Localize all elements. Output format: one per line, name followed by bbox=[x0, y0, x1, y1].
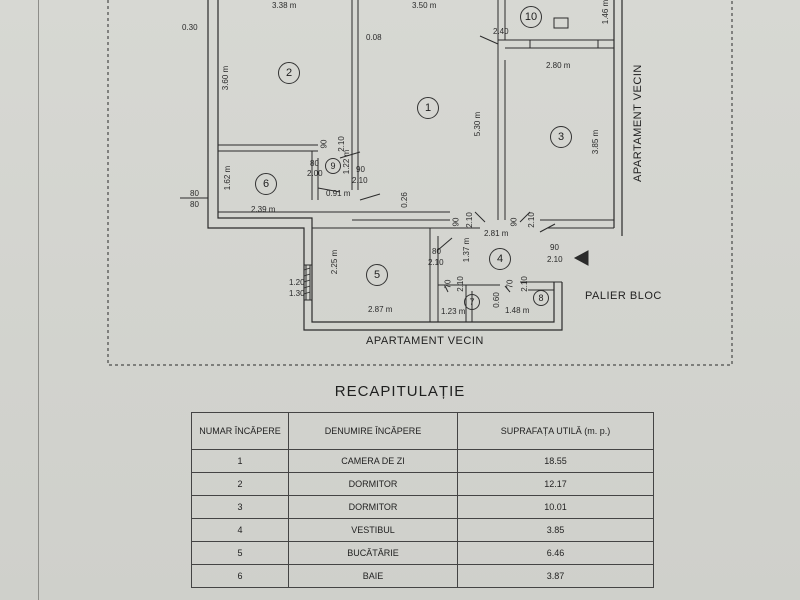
dim-label: 70 bbox=[505, 279, 515, 289]
cell-room-name: BAIE bbox=[288, 564, 458, 588]
dim-label: 5.30 m bbox=[473, 111, 483, 137]
cell-room-area: 18.55 bbox=[457, 449, 654, 473]
dim-label: 0.08 bbox=[366, 33, 382, 42]
dim-label: 1.30 bbox=[289, 289, 305, 298]
table-header-row: NUMAR ÎNCĂPERE DENUMIRE ÎNCĂPERE SUPRAFA… bbox=[191, 412, 654, 450]
cell-room-number: 4 bbox=[191, 518, 289, 542]
dim-label: 2.81 m bbox=[484, 229, 509, 238]
cell-room-area: 6.46 bbox=[457, 541, 654, 565]
room-number-1: 1 bbox=[417, 97, 439, 119]
dim-label: 0.91 m bbox=[326, 189, 351, 198]
table-row: 2 DORMITOR 12.17 bbox=[191, 472, 654, 496]
dim-label: 2.87 m bbox=[368, 305, 393, 314]
dim-label: 1.46 m bbox=[601, 0, 611, 25]
cell-room-number: 6 bbox=[191, 564, 289, 588]
dim-label: 1.22 m bbox=[342, 149, 352, 175]
dim-label: 1.62 m bbox=[223, 165, 233, 191]
cell-room-area: 3.87 bbox=[457, 564, 654, 588]
dim-label: 90 bbox=[550, 243, 559, 252]
table-row: 6 BAIE 3.87 bbox=[191, 564, 654, 588]
room-number-7: 7 bbox=[464, 294, 480, 310]
room-number-4: 4 bbox=[489, 248, 511, 270]
dim-label: 3.38 m bbox=[272, 1, 297, 10]
dim-label: 2.40 bbox=[493, 27, 509, 36]
cell-room-name: BUCĂTĂRIE bbox=[288, 541, 458, 565]
dim-label: 3.50 m bbox=[412, 1, 437, 10]
room-number-10: 10 bbox=[520, 6, 542, 28]
cell-room-name: VESTIBUL bbox=[288, 518, 458, 542]
dim-label: 90 bbox=[509, 217, 519, 227]
door-swings bbox=[317, 35, 556, 293]
cell-room-area: 3.85 bbox=[457, 518, 654, 542]
room-number-2: 2 bbox=[278, 62, 300, 84]
cell-room-number: 3 bbox=[191, 495, 289, 519]
cell-room-area: 10.01 bbox=[457, 495, 654, 519]
dim-label: 1.37 m bbox=[462, 237, 472, 263]
dim-label: 2.10 bbox=[464, 212, 474, 228]
header-room-name: DENUMIRE ÎNCĂPERE bbox=[288, 412, 458, 450]
dim-label: 0.26 bbox=[399, 192, 409, 208]
room-number-3: 3 bbox=[550, 126, 572, 148]
dim-label: 1.48 m bbox=[505, 306, 530, 315]
dim-label: 2.25 m bbox=[330, 249, 340, 275]
interior-walls bbox=[180, 0, 614, 322]
room-number-5: 5 bbox=[366, 264, 388, 286]
floor-plan bbox=[107, 0, 733, 366]
dim-label: 90 bbox=[356, 165, 365, 174]
table-row: 4 VESTIBUL 3.85 bbox=[191, 518, 654, 542]
dim-label: 80 bbox=[310, 159, 319, 168]
dim-label: 2.00 bbox=[307, 169, 323, 178]
dim-label: 70 bbox=[443, 279, 453, 289]
dim-label: 2.10 bbox=[547, 255, 563, 264]
neighbor-apartment-bottom-label: APARTAMENT VECIN bbox=[366, 335, 484, 347]
cell-room-area: 12.17 bbox=[457, 472, 654, 496]
cell-room-number: 5 bbox=[191, 541, 289, 565]
dim-label: 80 bbox=[432, 247, 441, 256]
dim-label: 2.39 m bbox=[251, 205, 276, 214]
dim-label: 1.23 m bbox=[441, 307, 466, 316]
dim-label: 2.80 m bbox=[546, 61, 571, 70]
table-row: 5 BUCĂTĂRIE 6.46 bbox=[191, 541, 654, 565]
dim-label: 80 bbox=[190, 200, 199, 209]
boundary-dashed bbox=[107, 0, 733, 366]
dim-label: 3.85 m bbox=[591, 129, 601, 155]
table-row: 1 CAMERA DE ZI 18.55 bbox=[191, 449, 654, 473]
cell-room-number: 1 bbox=[191, 449, 289, 473]
dim-label: 2.10 bbox=[352, 176, 368, 185]
dim-label: 0.30 bbox=[182, 23, 198, 32]
dim-label: 90 bbox=[319, 139, 329, 149]
dim-label: 90 bbox=[451, 217, 461, 227]
cell-room-name: CAMERA DE ZI bbox=[288, 449, 458, 473]
dim-label: 3.60 m bbox=[221, 65, 231, 91]
dim-label: 2.10 bbox=[519, 276, 529, 292]
recap-table: NUMAR ÎNCĂPERE DENUMIRE ÎNCĂPERE SUPRAFA… bbox=[191, 412, 654, 588]
dim-label: 2.10 bbox=[455, 276, 465, 292]
dim-label: 0.60 bbox=[491, 292, 501, 308]
dim-label: 2.10 bbox=[526, 212, 536, 228]
outer-walls bbox=[207, 0, 623, 331]
dim-label: 2.10 bbox=[428, 258, 444, 267]
room-number-6: 6 bbox=[255, 173, 277, 195]
recap-title: RECAPITULAȚIE bbox=[334, 383, 466, 400]
table-row: 3 DORMITOR 10.01 bbox=[191, 495, 654, 519]
neighbor-apartment-right-label: APARTAMENT VECIN bbox=[632, 64, 644, 182]
cell-room-name: DORMITOR bbox=[288, 495, 458, 519]
entrance-arrow bbox=[573, 250, 589, 266]
page-margin-line bbox=[38, 0, 39, 600]
room-number-8: 8 bbox=[533, 290, 549, 306]
cell-room-number: 2 bbox=[191, 472, 289, 496]
room-number-9: 9 bbox=[325, 158, 341, 174]
header-room-number: NUMAR ÎNCĂPERE bbox=[191, 412, 289, 450]
cell-room-name: DORMITOR bbox=[288, 472, 458, 496]
dim-label: 1.20 bbox=[289, 278, 305, 287]
landing-label: PALIER BLOC bbox=[585, 290, 662, 302]
header-usable-area: SUPRAFAȚA UTILĂ (m. p.) bbox=[457, 412, 654, 450]
dim-label: 80 bbox=[190, 189, 199, 198]
